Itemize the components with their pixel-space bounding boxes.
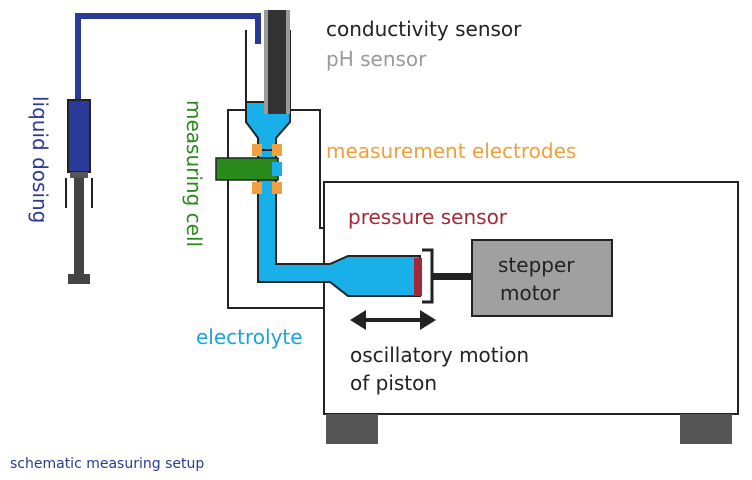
oscillatory-motion-label-line1: oscillatory motion bbox=[350, 343, 530, 367]
syringe-guide bbox=[65, 178, 93, 208]
ph-sensor-label: pH sensor bbox=[326, 47, 427, 71]
diagram-caption: schematic measuring setup bbox=[10, 456, 205, 472]
electrolyte-channel bbox=[257, 149, 421, 297]
stepper-motor bbox=[471, 239, 613, 317]
measuring-cell-block bbox=[215, 157, 279, 181]
pressure-sensor-label: pressure sensor bbox=[348, 205, 508, 229]
piston bbox=[414, 258, 422, 296]
measuring-cell-outline bbox=[227, 109, 324, 309]
syringe-barrel bbox=[67, 99, 91, 173]
conductivity-sensor-rod bbox=[268, 10, 286, 114]
oscillatory-motion-label-line2: of piston bbox=[350, 371, 438, 395]
conductivity-sensor-label: conductivity sensor bbox=[326, 17, 522, 41]
piston-rod bbox=[432, 273, 474, 280]
liquid-dosing-label: liquid dosing bbox=[28, 96, 52, 224]
measuring-cell-tip bbox=[272, 162, 282, 176]
syringe-rod bbox=[74, 178, 84, 276]
electrode-top-right bbox=[272, 144, 282, 156]
dosing-tube bbox=[75, 13, 261, 102]
measurement-electrodes-label: measurement electrodes bbox=[326, 139, 577, 163]
electrode-top-left bbox=[252, 144, 262, 156]
stepper-motor-label-line1: stepper bbox=[498, 253, 575, 277]
electrolyte-label: electrolyte bbox=[196, 325, 303, 349]
left-foot bbox=[326, 414, 378, 444]
right-foot bbox=[680, 414, 732, 444]
oscillation-arrow-right-head bbox=[420, 310, 436, 330]
syringe-handle bbox=[68, 274, 90, 284]
ph-sensor-rod-right bbox=[286, 10, 290, 114]
electrode-bottom-left bbox=[252, 182, 262, 194]
stepper-motor-label-line2: motor bbox=[500, 281, 561, 305]
measuring-cell-label: measuring cell bbox=[182, 100, 206, 248]
oscillation-arrow-left-head bbox=[350, 310, 366, 330]
ph-sensor-rod bbox=[264, 10, 268, 114]
electrode-bottom-right bbox=[272, 182, 282, 194]
syringe-plunger-head bbox=[70, 172, 88, 178]
